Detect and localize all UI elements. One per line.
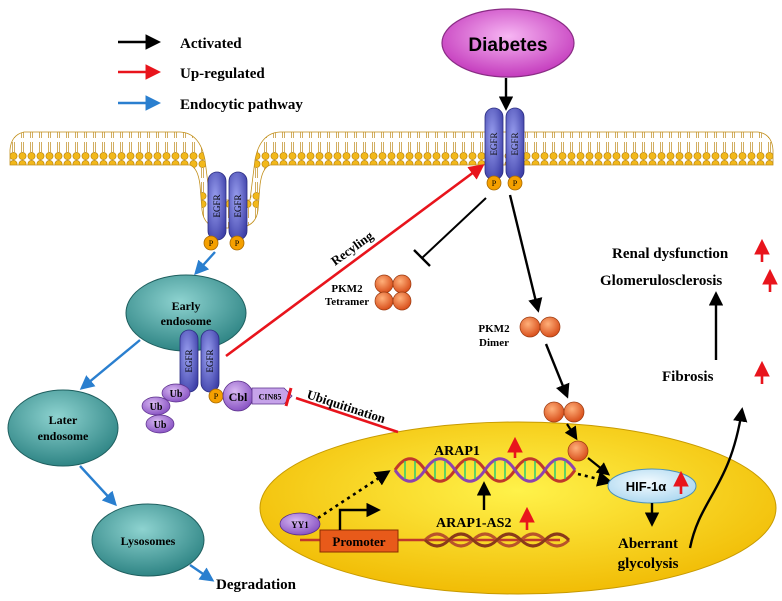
arap1-label: ARAP1: [434, 444, 480, 459]
cin85-label: CIN85: [259, 393, 282, 402]
pkm2-tetramer: PKM2 Tetramer: [325, 274, 412, 311]
promoter-label: Promoter: [332, 534, 385, 549]
diabetes-node: Diabetes: [441, 8, 575, 78]
pit-to-early-endosome-arrow: [194, 251, 216, 276]
later-to-lysosome-arrow: [79, 465, 117, 507]
nucleus: [259, 421, 777, 595]
later-endosome: Later endosome: [7, 389, 119, 467]
lysosomes-label: Lysosomes: [121, 534, 176, 548]
egfr-label-1: EGFR: [489, 132, 499, 155]
phospho-label-2: P: [513, 179, 518, 188]
later-endosome-label-2: endosome: [38, 429, 89, 443]
egfr-endo-label-1: EGFR: [184, 349, 194, 372]
pkm2-tetramer-label-1: PKM2: [331, 283, 363, 295]
egfr-label-2: EGFR: [510, 132, 520, 155]
phospho-pit-2: P: [235, 239, 240, 248]
yy1-label: YY1: [291, 520, 309, 530]
pkm2-dimer-nucleus: [543, 401, 589, 462]
pkm2-dimer-label-2: Dimer: [479, 337, 509, 349]
pkm2-tetramer-label-2: Tetramer: [325, 296, 369, 308]
aberrant-glycolysis-label-1: Aberrant: [618, 536, 678, 552]
egfr-inhibits-tetramer: [413, 197, 487, 267]
arap1-dna: [393, 457, 577, 483]
nuclear-dimer-arrow: [564, 423, 578, 441]
legend-activated-label: Activated: [180, 36, 242, 52]
diabetes-label: Diabetes: [468, 35, 547, 56]
egfr-endosome-receptor: EGFR EGFR: [179, 329, 220, 393]
ub-label-3: Ub: [154, 420, 167, 431]
legend-endocytic-label: Endocytic pathway: [180, 97, 303, 113]
egfr-endo-label-2: EGFR: [205, 349, 215, 372]
early-endosome-label-2: endosome: [161, 314, 212, 328]
glomerulosclerosis-label: Glomerulosclerosis: [600, 273, 722, 289]
pkm2-dimer: PKM2 Dimer: [478, 316, 561, 349]
cbl-complex: P Cbl CIN85: [208, 380, 293, 412]
renal-dysfunction-label: Renal dysfunction: [612, 246, 729, 262]
legend-upregulated-label: Up-regulated: [180, 66, 265, 82]
later-endosome-label-1: Later: [49, 413, 78, 427]
early-endosome-label-1: Early: [172, 299, 201, 313]
legend: Activated Up-regulated Endocytic pathway: [118, 34, 303, 113]
dimer-to-nucleus-arrow: [544, 343, 570, 399]
egfr-pit-label-2: EGFR: [233, 194, 243, 217]
ub-label-2: Ub: [150, 402, 163, 413]
degradation-label: Degradation: [216, 577, 297, 593]
arap1-to-hif-arrow: [577, 471, 614, 487]
arap1-as2-dna: [423, 532, 571, 548]
cbl-label: Cbl: [229, 390, 248, 404]
egfr-pit-label-1: EGFR: [212, 194, 222, 217]
egfr-pit-receptor: EGFR EGFR P P: [203, 171, 248, 251]
yy1-node: YY1: [279, 512, 321, 536]
phospho-label-1: P: [492, 179, 497, 188]
pkm2-dimer-label-1: PKM2: [478, 323, 510, 335]
ubiquitin-cluster: Ub Ub Ub: [141, 383, 191, 434]
dimer-to-hif-arrow: [587, 457, 611, 476]
phospho-pit-1: P: [209, 239, 214, 248]
lysosome-to-degradation-arrow: [189, 564, 215, 582]
promoter-transcription-arrow: [338, 502, 381, 530]
promoter-box: Promoter: [319, 529, 399, 553]
hif1a-label: HIF-1α: [626, 479, 667, 494]
glycolysis-to-fibrosis-arrow: [688, 407, 748, 549]
egfr-membrane-receptor: EGFR EGFR P P: [484, 107, 525, 191]
ub-label-1: Ub: [170, 389, 183, 400]
fibrosis-label: Fibrosis: [662, 369, 714, 385]
cell-membrane: [9, 131, 774, 229]
lysosomes: Lysosomes: [91, 503, 205, 577]
ubiquitination-inhibition: Ubiquitination: [284, 387, 399, 434]
phospho-cbl: P: [214, 392, 219, 401]
arap1-as2-label: ARAP1-AS2: [436, 516, 511, 531]
egfr-to-dimer-arrow: [508, 194, 543, 313]
recycling-arrow: [225, 164, 485, 358]
hif1a-node: HIF-1α: [607, 468, 697, 504]
early-to-later-arrow: [79, 339, 141, 390]
aberrant-glycolysis-label-2: glycolysis: [618, 556, 679, 572]
